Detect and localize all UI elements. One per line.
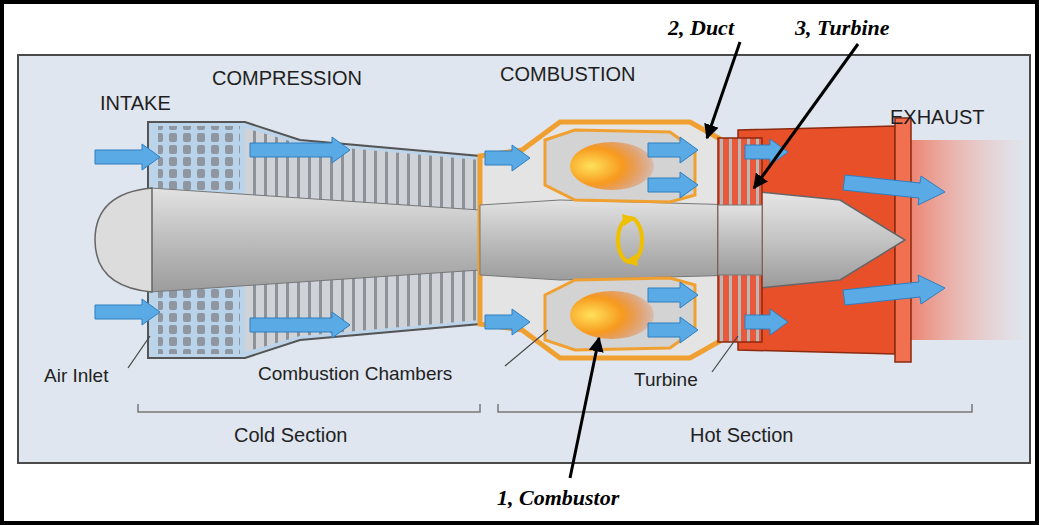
airflow-arrow — [648, 137, 698, 163]
rotation-arrowhead — [622, 214, 636, 226]
callout-arrow — [570, 338, 599, 478]
callout-number: 1, Combustor — [497, 487, 619, 509]
turbine-hub — [718, 205, 762, 275]
exhaust-cone — [760, 192, 905, 288]
nose-cone — [95, 188, 152, 292]
callout-number: 2, Duct — [668, 17, 734, 39]
part-label: Air Inlet — [44, 366, 108, 385]
diagram-panel — [18, 55, 1030, 463]
airflow-arrows — [95, 137, 945, 343]
callout-number: 3, Turbine — [795, 17, 890, 39]
main-shaft — [480, 200, 740, 280]
stage-label: EXHAUST — [890, 107, 984, 127]
callout-arrow — [754, 44, 858, 188]
part-label: Turbine — [634, 370, 698, 389]
callout-arrow — [707, 42, 740, 138]
airflow-arrow — [648, 172, 698, 198]
airflow-arrow — [250, 137, 350, 163]
compressor-casing — [148, 122, 480, 358]
leader-line — [712, 336, 738, 372]
rotation-arrowhead — [624, 254, 638, 266]
airflow-arrow — [485, 145, 530, 171]
turbine-blades — [718, 138, 762, 342]
leader-line — [505, 330, 548, 366]
stage-label: INTAKE — [100, 93, 171, 113]
leader-line — [128, 336, 150, 368]
stage-label: COMPRESSION — [212, 68, 362, 88]
airflow-arrow — [843, 175, 945, 205]
airflow-arrow — [745, 309, 788, 335]
airflow-arrow — [250, 312, 350, 338]
section-bracket — [138, 404, 480, 412]
compressor-drum — [150, 188, 480, 292]
stage-label: COMBUSTION — [500, 64, 636, 84]
airflow-arrow — [95, 144, 160, 170]
section-label: Hot Section — [690, 425, 793, 445]
rotation-arrow — [618, 218, 642, 262]
airflow-arrow — [648, 282, 698, 308]
exhaust-plume — [900, 140, 1028, 340]
page-background — [4, 4, 1035, 521]
flame — [570, 291, 654, 339]
airflow-arrow — [485, 309, 530, 335]
airflow-arrow — [95, 299, 160, 325]
part-label: Combustion Chambers — [258, 364, 452, 383]
section-label: Cold Section — [234, 425, 347, 445]
flame — [570, 142, 654, 190]
section-bracket — [498, 404, 972, 412]
airflow-arrow — [648, 317, 698, 343]
airflow-arrow — [843, 275, 945, 305]
